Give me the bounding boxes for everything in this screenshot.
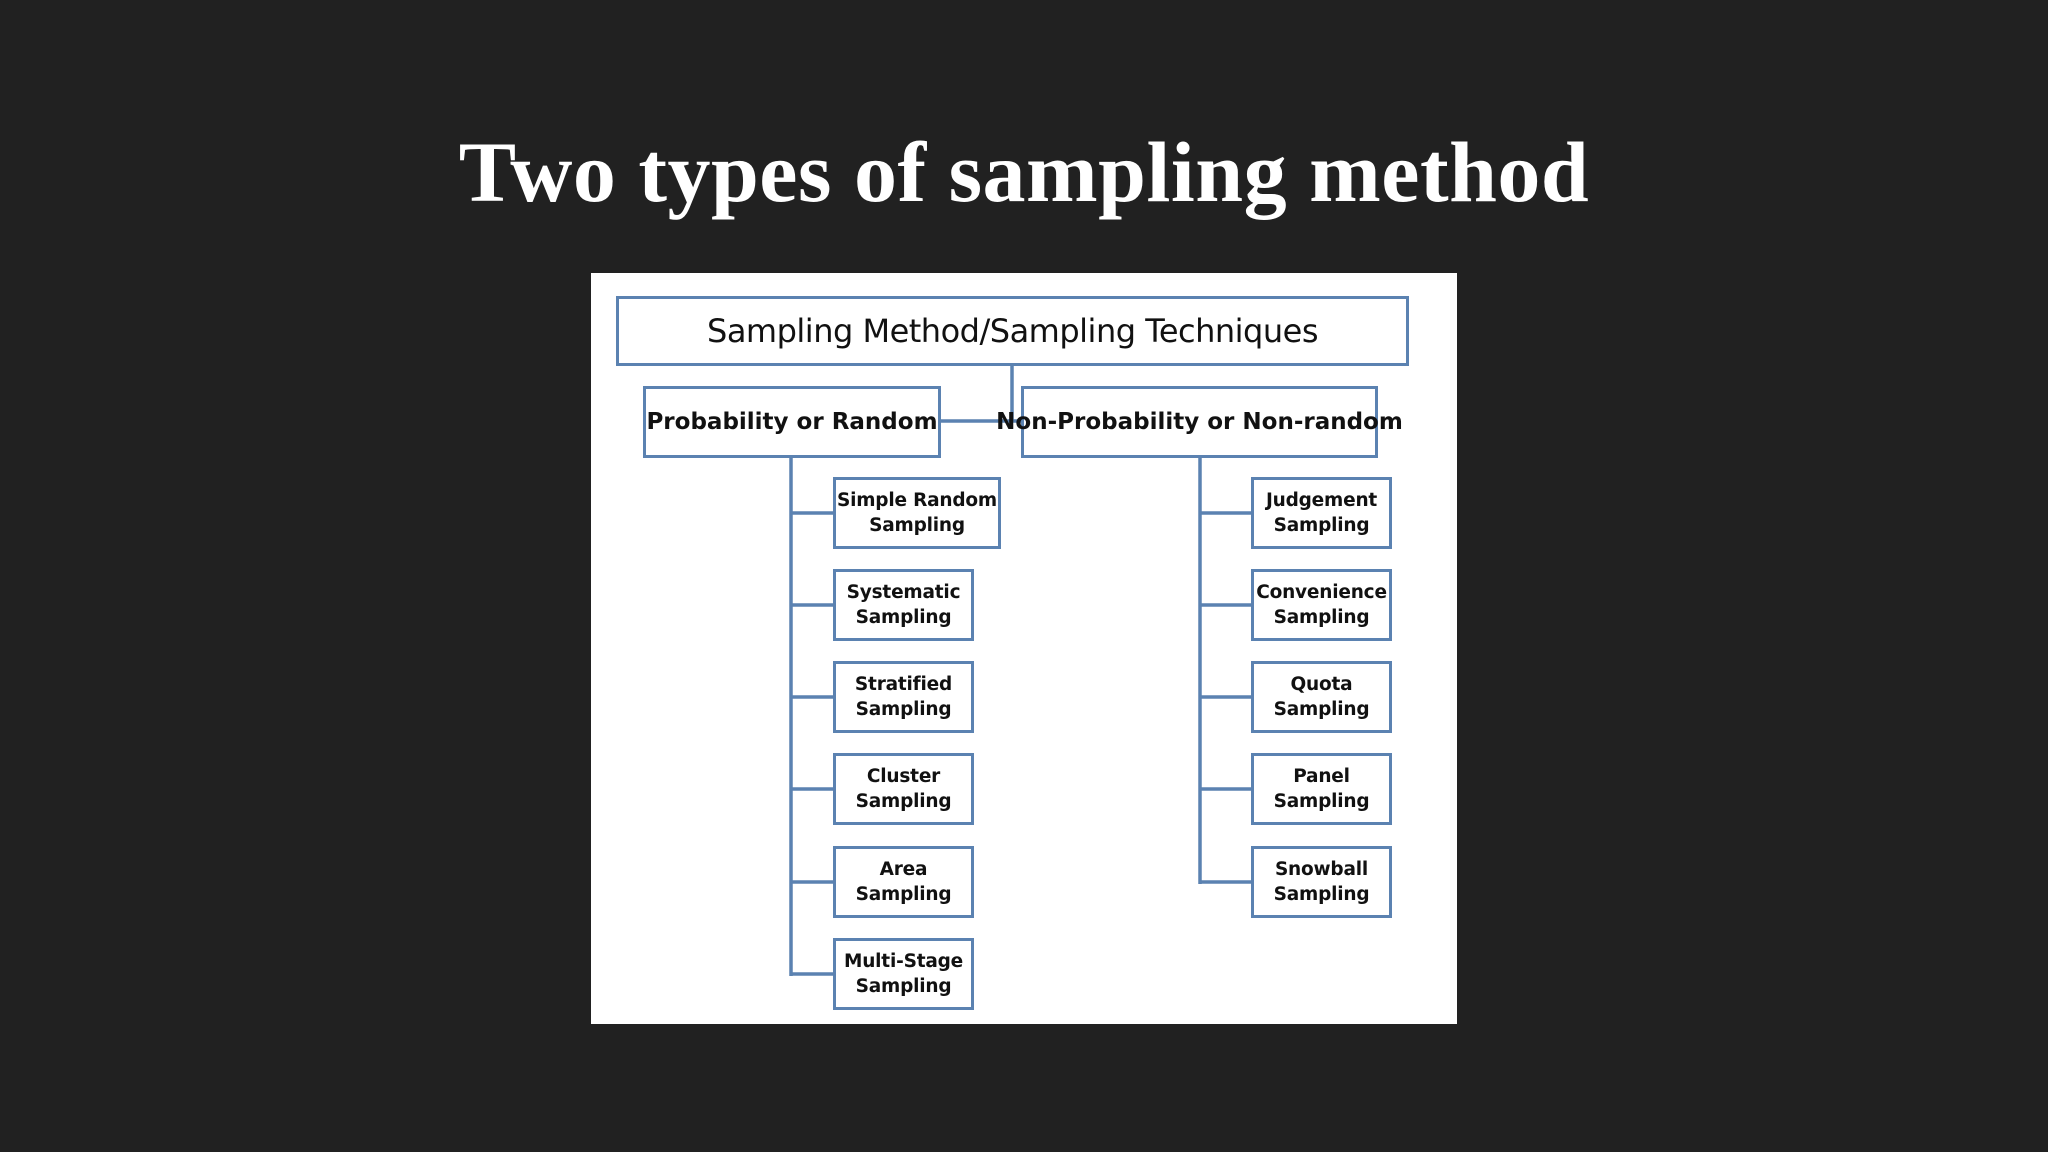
- diagram-connectors: [789, 365, 1252, 976]
- method-box-simple-random: Simple Random Sampling: [833, 477, 1001, 549]
- method-box-area: Area Sampling: [833, 846, 974, 918]
- method-box-quota: Quota Sampling: [1251, 661, 1392, 733]
- method-box-convenience: Convenience Sampling: [1251, 569, 1392, 641]
- root-box-sampling-techniques: Sampling Method/Sampling Techniques: [616, 296, 1409, 366]
- method-box-judgement: Judgement Sampling: [1251, 477, 1392, 549]
- method-box-stratified: Stratified Sampling: [833, 661, 974, 733]
- method-box-panel: Panel Sampling: [1251, 753, 1392, 825]
- method-box-systematic: Systematic Sampling: [833, 569, 974, 641]
- slide-title: Two types of sampling method: [458, 124, 1590, 220]
- category-box-non-probability: Non-Probability or Non-random: [996, 386, 1403, 458]
- category-box-probability: Probability or Random: [643, 386, 941, 458]
- method-box-cluster: Cluster Sampling: [833, 753, 974, 825]
- method-box-multi-stage: Multi-Stage Sampling: [833, 938, 974, 1010]
- method-box-snowball: Snowball Sampling: [1251, 846, 1392, 918]
- sampling-diagram: Sampling Method/Sampling Techniques Prob…: [591, 273, 1457, 1024]
